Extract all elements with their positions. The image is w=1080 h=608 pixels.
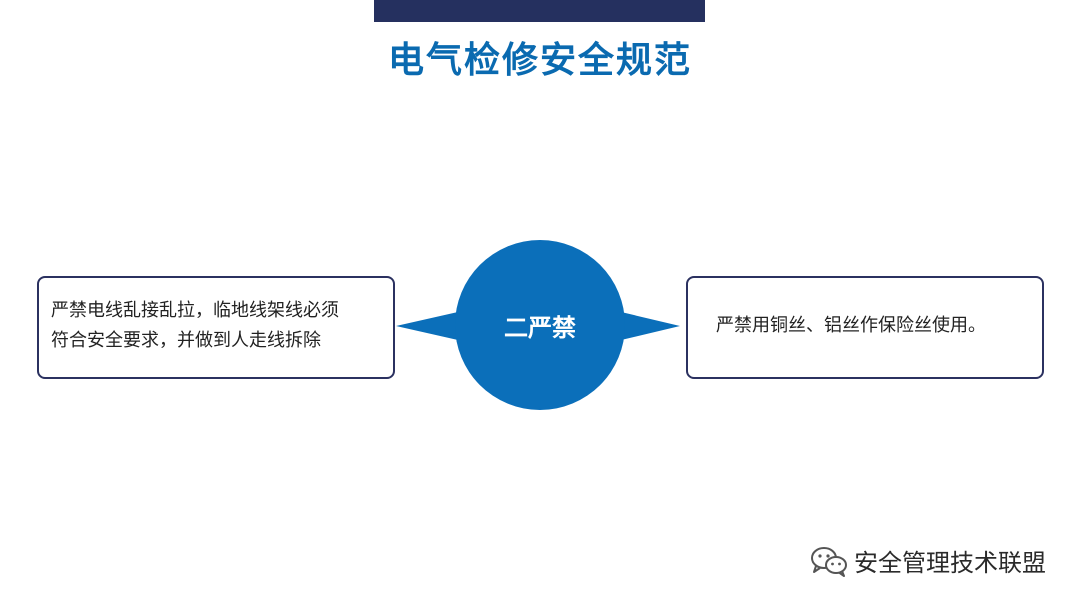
watermark-text: 安全管理技术联盟	[854, 549, 1046, 577]
left-box-line-1: 严禁电线乱接乱拉，临地线架线必须	[51, 300, 339, 321]
right-box-text: 严禁用铜丝、铝丝作保险丝使用。	[716, 315, 986, 336]
top-accent-bar	[374, 0, 705, 22]
slide-title: 电气检修安全规范	[387, 40, 692, 81]
center-circle	[455, 240, 625, 410]
watermark: 安全管理技术联盟	[810, 543, 1046, 578]
center-circle-label: 二严禁	[504, 313, 576, 342]
left-text-box: 严禁电线乱接乱拉，临地线架线必须 符合安全要求，并做到人走线拆除	[37, 276, 395, 379]
left-box-line-2: 符合安全要求，并做到人走线拆除	[51, 330, 321, 351]
wechat-icon	[811, 546, 847, 577]
right-text-box: 严禁用铜丝、铝丝作保险丝使用。	[686, 276, 1044, 379]
